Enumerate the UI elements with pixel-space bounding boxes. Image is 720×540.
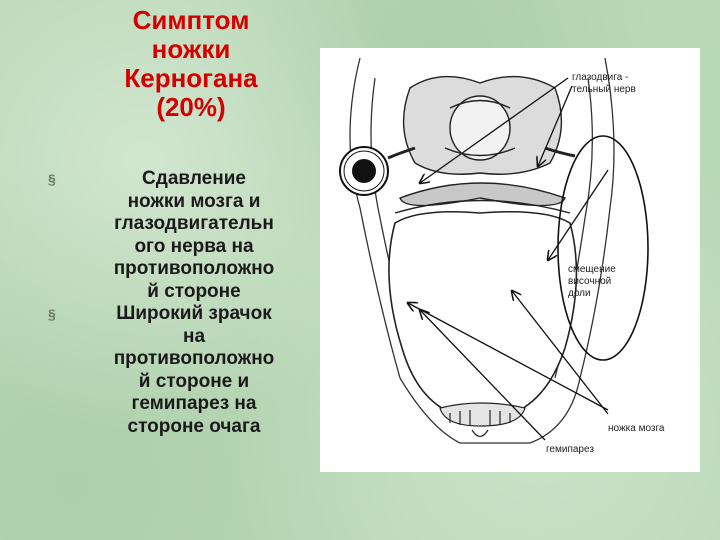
slide-title: Симптом ножки Керногана (20%) xyxy=(96,6,286,122)
temporal-shift-label: смещение височной доли xyxy=(568,264,616,300)
bullet-line: й стороне и xyxy=(138,370,250,392)
label-line: височной xyxy=(568,276,612,287)
label-line: доли xyxy=(568,288,591,299)
bullet-line: й стороне xyxy=(147,280,241,302)
bullet-line: Сдавление xyxy=(142,168,246,189)
label-line: смещение xyxy=(568,264,616,275)
bullet-line: глазодвигательн xyxy=(114,213,274,234)
label-line: глазодвига - xyxy=(572,72,629,83)
bullet-list: § Сдавление ножки мозга и глазодвигатель… xyxy=(48,168,318,438)
brain-diagram-drawing xyxy=(339,57,649,444)
brain-diagram: глазодвига - тельный нерв смещение височ… xyxy=(320,48,700,472)
medulla xyxy=(439,402,526,438)
bullet-line: Широкий зрачок xyxy=(116,303,272,324)
oculomotor-nerve-label: глазодвига - тельный нерв xyxy=(572,72,636,96)
hemiparesis-label: гемипарез xyxy=(546,444,594,455)
bullet-line: противоположно xyxy=(113,258,275,279)
bullet-line: противоположно xyxy=(113,348,275,369)
label-line: тельный нерв xyxy=(572,84,636,95)
bullet-item: § Сдавление ножки мозга и глазодвигатель… xyxy=(48,168,318,303)
temporal-lobe-ellipse xyxy=(557,135,649,361)
title-line: ножки xyxy=(151,34,231,64)
bullet-line: ого нерва на xyxy=(134,235,254,257)
title-line: Симптом xyxy=(132,5,250,35)
midbrain-structures xyxy=(402,75,563,175)
peduncle-label: ножка мозга xyxy=(608,423,665,434)
title-line: (20%) xyxy=(156,92,226,122)
brainstem xyxy=(388,210,578,411)
bullet-line: ножки мозга и xyxy=(127,190,261,212)
oculomotor-nerves xyxy=(387,146,576,160)
bullet-item: § Широкий зрачок на противоположно й сто… xyxy=(48,303,318,438)
dilated-pupil-icon xyxy=(339,146,389,196)
bullet-marker-icon: § xyxy=(48,306,56,322)
bullet-marker-icon: § xyxy=(48,171,56,187)
bullet-line: гемипарез на xyxy=(131,393,257,414)
tentorium-band xyxy=(394,182,571,214)
annotation-arrows xyxy=(408,77,609,441)
bullet-line: на xyxy=(182,325,206,347)
title-line: Керногана xyxy=(124,63,258,93)
bullet-line: стороне очага xyxy=(127,415,261,437)
